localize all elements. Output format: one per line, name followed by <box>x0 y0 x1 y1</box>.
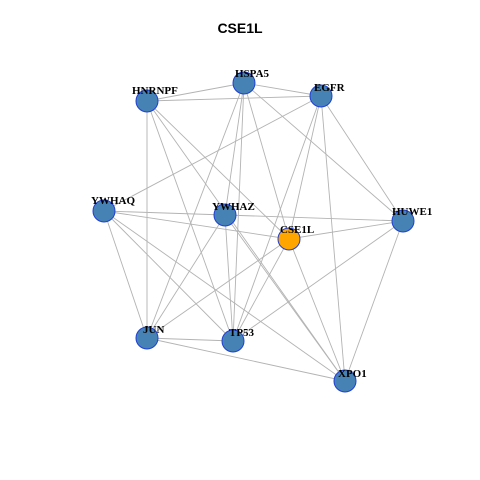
node-label-huwe1: HUWE1 <box>392 206 432 218</box>
node-huwe1 <box>391 209 415 233</box>
edge-ywhaz-tp53 <box>224 214 234 342</box>
node-ywhaq <box>92 199 116 223</box>
node-hnrnpf <box>135 89 159 113</box>
node-jun <box>135 326 159 350</box>
edges-layer <box>103 82 404 382</box>
edge-hnrnpf-egfr <box>146 95 322 102</box>
edge-ywhaq-jun <box>103 210 148 339</box>
edge-hspa5-jun <box>146 82 245 339</box>
edge-cse1l-huwe1 <box>288 220 404 240</box>
edge-cse1l-tp53 <box>232 238 290 342</box>
node-egfr <box>309 84 333 108</box>
node-label-xpo1: XPO1 <box>338 368 367 380</box>
edge-egfr-cse1l <box>288 95 322 240</box>
node-label-ywhaq: YWHAQ <box>91 195 135 207</box>
edge-egfr-tp53 <box>232 95 322 342</box>
edge-huwe1-xpo1 <box>344 220 404 382</box>
edge-hspa5-cse1l <box>243 82 290 240</box>
edge-hnrnpf-xpo1 <box>146 100 346 382</box>
edge-jun-xpo1 <box>146 337 346 382</box>
node-label-hnrnpf: HNRNPF <box>132 85 178 97</box>
edge-ywhaz-xpo1 <box>224 214 346 382</box>
node-label-ywhaz: YWHAZ <box>212 201 255 213</box>
node-hspa5 <box>232 71 256 95</box>
node-label-hspa5: HSPA5 <box>235 68 270 80</box>
edge-egfr-ywhaq <box>103 95 322 212</box>
node-label-jun: JUN <box>143 324 164 336</box>
edge-hnrnpf-tp53 <box>146 100 234 342</box>
edge-hnrnpf-hspa5 <box>146 82 245 102</box>
edge-ywhaz-jun <box>146 214 226 339</box>
edge-ywhaq-cse1l <box>103 210 290 240</box>
edge-ywhaz-huwe1 <box>224 214 404 222</box>
node-cse1l <box>277 227 301 251</box>
edge-ywhaq-xpo1 <box>103 210 346 382</box>
edge-jun-tp53 <box>146 337 234 342</box>
edge-hspa5-egfr <box>243 82 322 97</box>
node-label-cse1l: CSE1L <box>280 224 314 236</box>
edge-hspa5-huwe1 <box>243 82 404 222</box>
node-label-tp53: TP53 <box>229 327 255 339</box>
node-tp53 <box>221 329 245 353</box>
edge-huwe1-tp53 <box>232 220 404 342</box>
edge-cse1l-jun <box>146 238 290 339</box>
edge-egfr-xpo1 <box>320 95 346 382</box>
diagram-title: CSE1L <box>217 20 263 36</box>
node-xpo1 <box>333 369 357 393</box>
edge-ywhaq-ywhaz <box>103 210 226 216</box>
edge-ywhaq-tp53 <box>103 210 234 342</box>
node-label-egfr: EGFR <box>314 82 346 94</box>
edge-hspa5-tp53 <box>232 82 245 342</box>
edge-cse1l-xpo1 <box>288 238 346 382</box>
node-ywhaz <box>213 203 237 227</box>
edge-egfr-huwe1 <box>320 95 404 222</box>
edge-hspa5-ywhaz <box>224 82 245 216</box>
